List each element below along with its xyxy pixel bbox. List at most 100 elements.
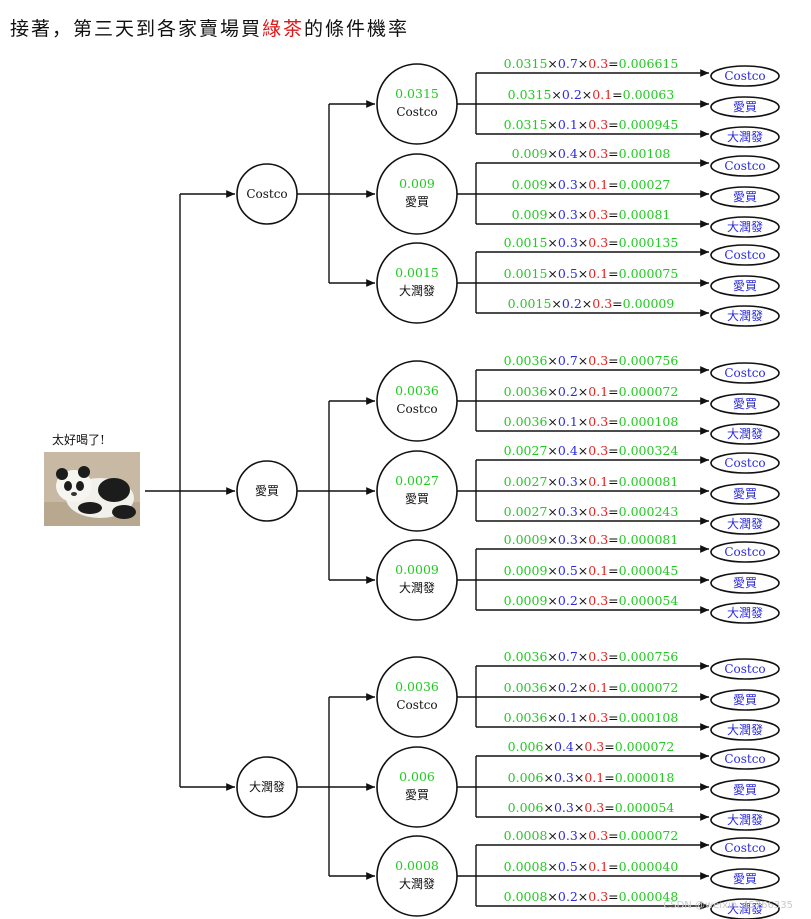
- probability-value: 0.0036: [395, 679, 439, 694]
- formula-text: 0.0027×0.3×0.3=0.000243: [504, 504, 679, 519]
- title-prefix: 接著，第三天到各家賣場買: [10, 18, 263, 40]
- formula-text: 0.0008×0.2×0.3=0.000048: [504, 889, 679, 904]
- probability-node: [376, 360, 458, 442]
- leaf-store-label: 愛買: [733, 100, 757, 114]
- leaf-store-label: Costco: [724, 159, 765, 173]
- leaf-store-oval: [710, 689, 780, 711]
- leaf-store-label: 愛買: [733, 397, 757, 411]
- leaf-store-oval: [710, 658, 780, 680]
- leaf-store-label: 大潤發: [727, 605, 763, 620]
- leaf-store-label: Costco: [724, 545, 765, 559]
- probability-store-label: 愛買: [405, 195, 429, 209]
- formula-text: 0.0036×0.7×0.3=0.000756: [504, 353, 679, 368]
- probability-value: 0.009: [399, 176, 435, 191]
- leaf-store-oval: [710, 452, 780, 474]
- formula-text: 0.0036×0.7×0.3=0.000756: [504, 649, 679, 664]
- formula-text: 0.0009×0.5×0.1=0.000045: [504, 563, 679, 578]
- leaf-store-label: Costco: [724, 69, 765, 83]
- leaf-store-oval: [710, 513, 780, 535]
- formula-text: 0.0008×0.5×0.1=0.000040: [504, 859, 679, 874]
- leaf-store-oval: [710, 362, 780, 384]
- formula-text: 0.0036×0.2×0.1=0.000072: [504, 384, 679, 399]
- leaf-store-oval: [710, 423, 780, 445]
- leaf-store-oval: [710, 779, 780, 801]
- leaf-store-label: 大潤發: [727, 812, 763, 827]
- probability-node: [376, 835, 458, 917]
- leaf-store-label: 大潤發: [727, 308, 763, 323]
- leaf-store-label: 愛買: [733, 279, 757, 293]
- leaf-store-oval: [710, 719, 780, 741]
- store-node: [236, 163, 298, 225]
- leaf-store-oval: [710, 305, 780, 327]
- formula-text: 0.0015×0.5×0.1=0.000075: [504, 266, 679, 281]
- store-node-label: 大潤發: [249, 779, 285, 794]
- probability-store-label: 大潤發: [399, 283, 435, 298]
- leaf-store-oval: [710, 155, 780, 177]
- probability-value: 0.0008: [395, 858, 439, 873]
- leaf-store-oval: [710, 186, 780, 208]
- probability-store-label: Costco: [396, 698, 437, 712]
- store-node: [236, 756, 298, 818]
- store-node: [236, 460, 298, 522]
- leaf-store-label: Costco: [724, 456, 765, 470]
- probability-value: 0.0027: [395, 473, 439, 488]
- leaf-store-label: 愛買: [733, 872, 757, 886]
- watermark: CSDN @weixin_45766335: [663, 900, 793, 911]
- leaf-store-label: Costco: [724, 662, 765, 676]
- probability-node: [376, 746, 458, 828]
- formula-text: 0.0009×0.3×0.3=0.000081: [504, 532, 679, 547]
- leaf-store-oval: [710, 748, 780, 770]
- leaf-store-label: 愛買: [733, 576, 757, 590]
- leaf-store-label: Costco: [724, 752, 765, 766]
- formula-text: 0.0027×0.3×0.1=0.000081: [504, 474, 679, 489]
- formula-text: 0.0009×0.2×0.3=0.000054: [504, 593, 679, 608]
- formula-text: 0.0315×0.7×0.3=0.006615: [504, 56, 679, 71]
- probability-node: [376, 242, 458, 324]
- leaf-store-oval: [710, 65, 780, 87]
- leaf-store-label: 愛買: [733, 487, 757, 501]
- leaf-store-oval: [710, 483, 780, 505]
- leaf-store-oval: [710, 837, 780, 859]
- leaf-store-label: 大潤發: [727, 901, 763, 916]
- probability-value: 0.0015: [395, 265, 439, 280]
- formula-text: 0.006×0.3×0.3=0.000054: [508, 800, 675, 815]
- leaf-store-oval: [710, 126, 780, 148]
- probability-node: [376, 539, 458, 621]
- formula-text: 0.009×0.4×0.3=0.00108: [512, 146, 671, 161]
- probability-value: 0.0036: [395, 383, 439, 398]
- leaf-store-label: 大潤發: [727, 219, 763, 234]
- title-suffix: 的條件機率: [304, 18, 410, 40]
- formula-text: 0.0315×0.1×0.3=0.000945: [504, 117, 679, 132]
- probability-store-label: 大潤發: [399, 876, 435, 891]
- leaf-store-label: 大潤發: [727, 516, 763, 531]
- leaf-store-label: 愛買: [733, 190, 757, 204]
- formula-text: 0.0036×0.2×0.1=0.000072: [504, 680, 679, 695]
- probability-store-label: Costco: [396, 105, 437, 119]
- leaf-store-label: Costco: [724, 248, 765, 262]
- leaf-store-label: 愛買: [733, 783, 757, 797]
- leaf-store-oval: [710, 393, 780, 415]
- root-caption: 太好喝了!: [52, 433, 105, 447]
- leaf-store-label: 大潤發: [727, 129, 763, 144]
- leaf-store-label: Costco: [724, 366, 765, 380]
- formula-text: 0.0315×0.2×0.1=0.00063: [508, 87, 675, 102]
- probability-value: 0.0009: [395, 562, 439, 577]
- formula-text: 0.009×0.3×0.1=0.00027: [512, 177, 671, 192]
- leaf-store-oval: [710, 809, 780, 831]
- formula-text: 0.0015×0.3×0.3=0.000135: [504, 235, 679, 250]
- leaf-store-label: 大潤發: [727, 426, 763, 441]
- leaf-store-oval: [710, 868, 780, 890]
- formula-text: 0.0036×0.1×0.3=0.000108: [504, 414, 679, 429]
- formula-text: 0.006×0.3×0.1=0.000018: [508, 770, 675, 785]
- leaf-store-oval: [710, 244, 780, 266]
- leaf-store-oval: [710, 898, 780, 919]
- leaf-store-oval: [710, 541, 780, 563]
- leaf-store-label: Costco: [724, 841, 765, 855]
- formula-text: 0.0036×0.1×0.3=0.000108: [504, 710, 679, 725]
- leaf-store-oval: [710, 572, 780, 594]
- formula-text: 0.0015×0.2×0.3=0.00009: [508, 296, 675, 311]
- probability-store-label: Costco: [396, 402, 437, 416]
- probability-node: [376, 656, 458, 738]
- leaf-store-oval: [710, 275, 780, 297]
